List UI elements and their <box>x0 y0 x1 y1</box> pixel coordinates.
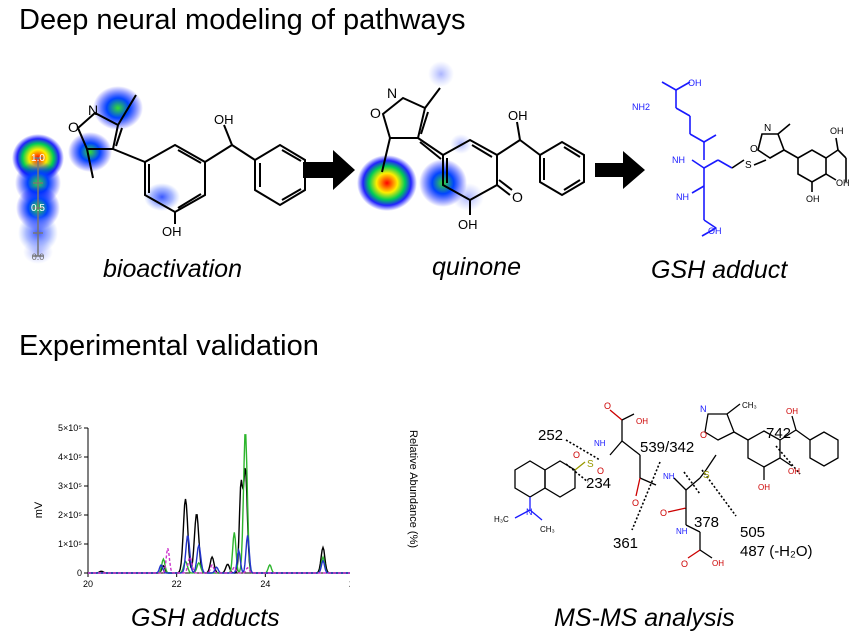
scale-label-bottom: 0.0 <box>32 252 45 262</box>
chart-y-right-label-text: Relative Abundance (%) <box>407 430 419 549</box>
msms-atom-o-1: O <box>604 401 611 411</box>
caption-gsh-adduct: GSH adduct <box>651 256 788 284</box>
atom-o-2b: O <box>512 189 523 205</box>
caption-msms-analysis: MS-MS analysis <box>554 604 735 632</box>
fragment-539-342: 539/342 <box>640 439 694 456</box>
pathway-arrow-2 <box>595 151 645 189</box>
heat-map-bioactivation <box>68 86 180 211</box>
msms-atom-s-2: S <box>703 470 710 481</box>
msms-atom-o-2: O <box>573 450 580 460</box>
chart-y-left-label: mV <box>33 501 45 518</box>
caption-quinone: quinone <box>432 253 521 281</box>
chart-x-tick-label: 20 <box>83 579 93 589</box>
fragment-378: 378 <box>694 514 719 531</box>
msms-atom-o-7: O <box>700 430 707 440</box>
chart-y-left-tick-label: 3×10⁵ <box>58 481 82 491</box>
chart-y-right-label-box: Relative Abundance (%) <box>405 430 421 580</box>
chart-x-tick-label: 26 <box>349 579 350 589</box>
msms-atom-o-4: O <box>632 498 639 508</box>
chromatogram-chart: 01×10⁵2×10⁵3×10⁵4×10⁵5×10⁵05010020222426… <box>33 423 350 589</box>
msms-atom-n-2: N <box>526 507 533 517</box>
msms-atom-o-3: O <box>597 466 604 476</box>
heading-deep-neural-modeling: Deep neural modeling of pathways <box>19 4 466 36</box>
msms-atom-oh-2: OH <box>712 559 724 568</box>
atom-o-2: O <box>370 105 381 121</box>
chart-y-left-tick-label: 5×10⁵ <box>58 423 82 433</box>
chart-series-line-0 <box>88 467 350 574</box>
atom-oh-2a: OH <box>458 217 478 232</box>
fragment-505: 505 <box>740 524 765 541</box>
fragment-361: 361 <box>613 535 638 552</box>
chart-series-line-1 <box>88 434 350 574</box>
msms-atom-o-5: O <box>660 508 667 518</box>
msms-atom-nh-3: NH <box>676 527 688 536</box>
chart-x-tick-label: 22 <box>172 579 182 589</box>
caption-bioactivation: bioactivation <box>103 255 242 283</box>
scale-label-top: 1.0 <box>31 153 45 164</box>
atom-oh-3b: OH <box>708 226 722 236</box>
msms-atom-ch3: CH₃ <box>742 401 757 410</box>
atom-o-1: O <box>68 119 79 135</box>
atom-oh-3e: OH <box>806 194 820 204</box>
atom-nh2-3: NH2 <box>632 102 650 112</box>
fragment-234: 234 <box>586 475 611 492</box>
msms-atom-o-6: O <box>681 559 688 569</box>
chart-y-left-tick-label: 2×10⁵ <box>58 510 82 520</box>
msms-atom-oh-1: OH <box>636 417 648 426</box>
chart-series-line-3 <box>88 548 350 574</box>
chart-series-line-2 <box>88 535 350 574</box>
structure-gsh-adduct <box>661 81 847 237</box>
msms-atom-s-1: S <box>587 459 594 470</box>
pathway-diagram: 1.0 0.5 0.0 N O OH OH <box>12 61 850 264</box>
msms-atom-oh-4: OH <box>758 483 770 492</box>
atom-oh-1b: OH <box>214 112 234 127</box>
msms-atom-oh-3: OH <box>786 407 798 416</box>
scale-label-mid: 0.5 <box>31 203 45 214</box>
atom-n-2: N <box>387 85 397 101</box>
chart-x-tick-label: 24 <box>260 579 270 589</box>
atom-n-3: N <box>764 123 771 134</box>
structure-bioactivation <box>76 94 306 224</box>
chart-y-left-tick-label: 4×10⁵ <box>58 452 82 462</box>
msms-atom-ch3-2: CH₃ <box>540 525 555 534</box>
msms-atom-h3c: H₃C <box>494 515 509 524</box>
atom-n-1: N <box>88 102 98 118</box>
atom-oh-3c: OH <box>830 126 844 136</box>
chart-y-left-tick-label: 1×10⁵ <box>58 539 82 549</box>
chart-y-left-tick-label: 0 <box>77 568 82 578</box>
fragment-487: 487 (-H₂O) <box>740 543 813 560</box>
msms-atom-n-1: N <box>700 404 707 414</box>
structure-quinone <box>381 87 585 215</box>
fragment-742: 742 <box>766 425 791 442</box>
pathway-arrow-1 <box>303 150 355 190</box>
atom-oh-2b: OH <box>508 108 528 123</box>
atom-nh-3b: NH <box>676 192 689 202</box>
msms-atom-oh-5: OH <box>788 467 800 476</box>
heat-scale-bar: 1.0 0.5 0.0 <box>12 134 64 264</box>
msms-atom-nh-2: NH <box>663 472 675 481</box>
atom-nh-3a: NH <box>672 155 685 165</box>
atom-oh-3a: OH <box>688 78 702 88</box>
heat-map-quinone <box>357 61 484 211</box>
atom-s-3: S <box>745 160 752 171</box>
heading-experimental-validation: Experimental validation <box>19 330 319 362</box>
caption-gsh-adducts: GSH adducts <box>131 604 280 632</box>
fragment-252: 252 <box>538 427 563 444</box>
atom-o-3: O <box>750 144 758 155</box>
atom-oh-3d: OH <box>836 178 850 188</box>
msms-atom-nh-1: NH <box>594 439 606 448</box>
atom-oh-1a: OH <box>162 224 182 239</box>
